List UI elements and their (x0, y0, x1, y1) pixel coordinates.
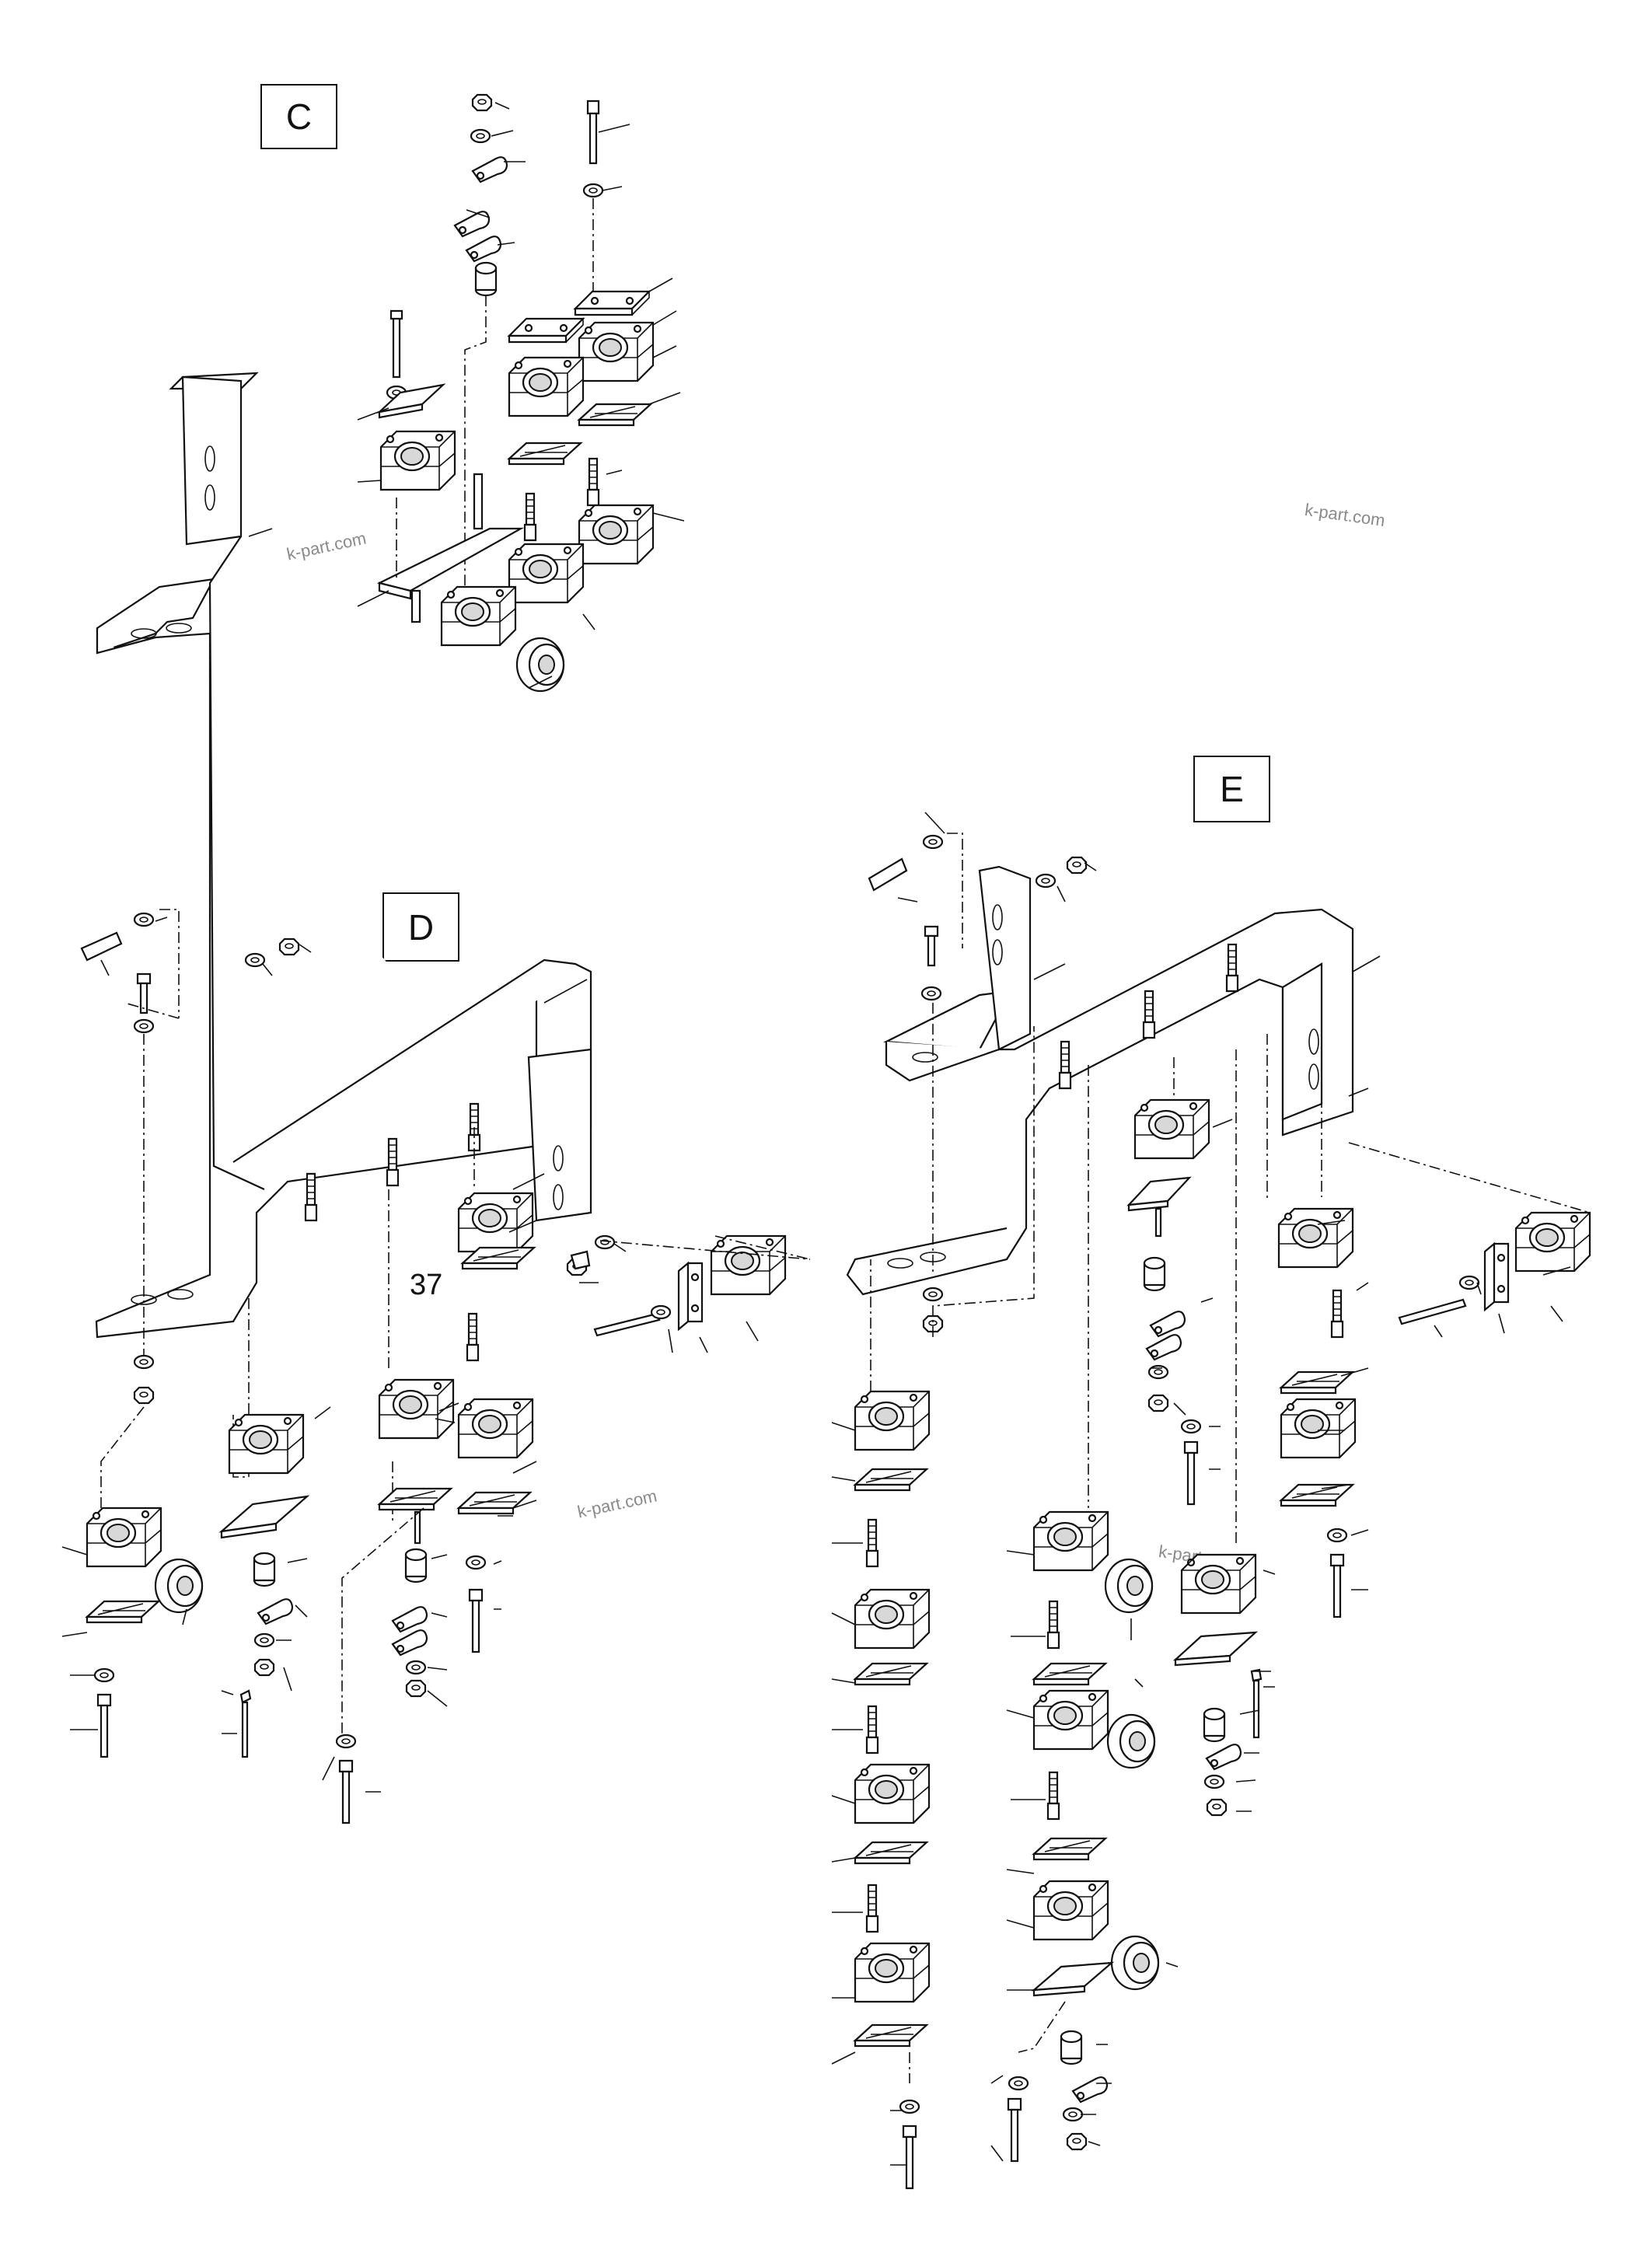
view-d-assembly (61, 372, 811, 1824)
view-label-d: D (382, 892, 459, 962)
view-c-assembly (357, 93, 685, 693)
view-label-e: E (1193, 756, 1270, 822)
callout-item-37: 37 (410, 1269, 443, 1301)
view-e-assembly (831, 812, 1591, 2190)
view-label-c: C (260, 84, 337, 149)
